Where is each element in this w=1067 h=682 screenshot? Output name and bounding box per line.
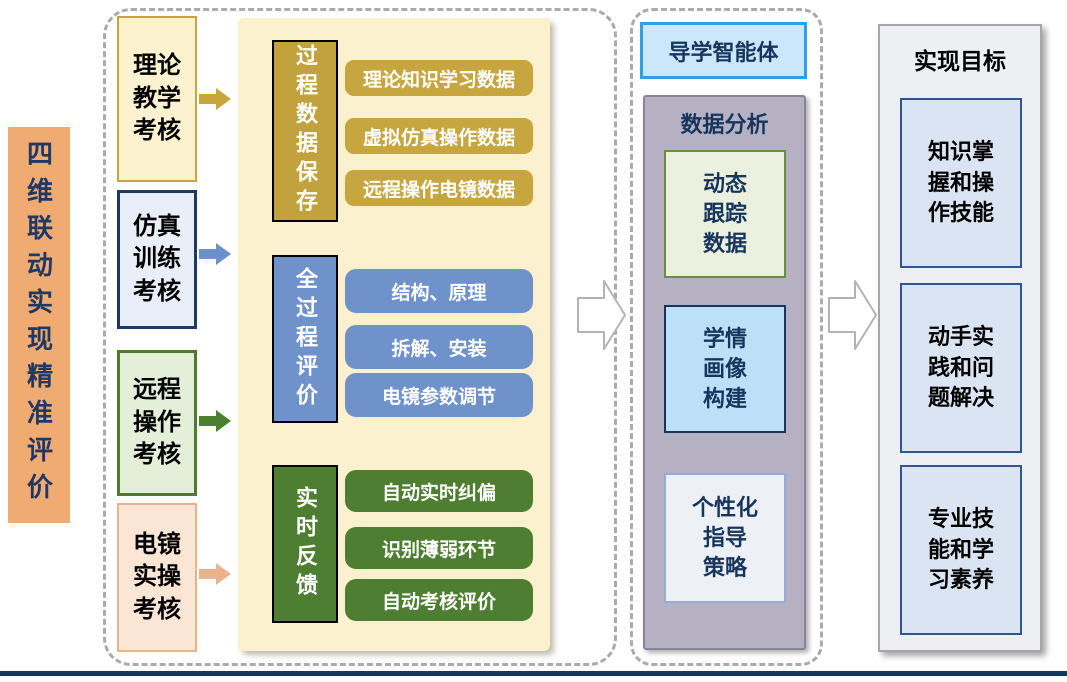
transition-arrow-icon bbox=[828, 280, 877, 350]
process-item-vr-data: 虚拟仿真操作数据 bbox=[345, 118, 533, 154]
agent-box-label: 导学智能体 bbox=[668, 39, 779, 65]
agent-box: 导学智能体 bbox=[640, 22, 807, 79]
process-item-label: 远程操作电镜数据 bbox=[362, 179, 515, 201]
assessment-label-remote: 远程 操作 考核 bbox=[133, 376, 181, 469]
analysis-item-label: 学情 画像 构建 bbox=[702, 326, 747, 411]
dimension-banner-label: 四维联动实现精准评价 bbox=[23, 140, 54, 510]
goal-box-practice: 动手实 践和问 题解决 bbox=[900, 283, 1022, 453]
process-item-parameter: 电镜参数调节 bbox=[345, 373, 533, 417]
goal-box-label: 动手实 践和问 题解决 bbox=[927, 323, 994, 411]
group-header-feedback: 实时反馈 bbox=[272, 465, 338, 623]
assessment-box-simulation: 仿真 训练 考核 bbox=[117, 190, 197, 329]
analysis-group bbox=[630, 8, 823, 666]
group-header-evaluation-label: 全过程评价 bbox=[293, 266, 318, 412]
data-analysis-title: 数据分析 bbox=[680, 112, 769, 137]
transition-arrow-icon bbox=[577, 280, 626, 350]
process-item-label: 虚拟仿真操作数据 bbox=[362, 127, 515, 149]
process-item-label: 结构、原理 bbox=[391, 282, 487, 304]
assessment-box-theory: 理论 教学 考核 bbox=[117, 16, 197, 182]
process-item-structure: 结构、原理 bbox=[345, 269, 533, 313]
dimension-banner: 四维联动实现精准评价 bbox=[8, 127, 70, 523]
group-header-data-save: 过程数据保存 bbox=[272, 40, 338, 222]
analysis-item-label: 动态 跟踪 数据 bbox=[702, 171, 747, 256]
assessment-label-theory: 理论 教学 考核 bbox=[133, 52, 181, 145]
assessment-box-remote: 远程 操作 考核 bbox=[117, 350, 197, 496]
goals-title: 实现目标 bbox=[914, 48, 1006, 74]
goal-box-knowledge: 知识掌 握和操 作技能 bbox=[900, 98, 1022, 268]
flow-arrow-remote-icon bbox=[199, 410, 231, 432]
assessment-label-simulation: 仿真 训练 考核 bbox=[133, 212, 181, 305]
process-item-label: 电镜参数调节 bbox=[381, 386, 496, 408]
process-item-label: 自动考核评价 bbox=[381, 591, 496, 613]
flow-arrow-practice-icon bbox=[199, 563, 231, 585]
assessment-process-group bbox=[103, 8, 617, 666]
process-item-label: 自动实时纠偏 bbox=[381, 482, 496, 504]
goal-box-label: 专业技 能和学 习素养 bbox=[927, 505, 994, 593]
process-item-remote-data: 远程操作电镜数据 bbox=[345, 170, 533, 206]
process-item-auto-eval: 自动考核评价 bbox=[345, 579, 533, 621]
process-item-label: 识别薄弱环节 bbox=[381, 539, 496, 561]
flow-arrow-theory-icon bbox=[199, 88, 231, 110]
analysis-item-strategy: 个性化 指导 策略 bbox=[664, 473, 786, 603]
process-item-correction: 自动实时纠偏 bbox=[345, 470, 533, 512]
process-item-label: 拆解、安装 bbox=[391, 338, 487, 360]
process-item-weakness: 识别薄弱环节 bbox=[345, 527, 533, 569]
process-item-theory-data: 理论知识学习数据 bbox=[345, 60, 533, 96]
group-header-data-save-label: 过程数据保存 bbox=[293, 44, 318, 218]
goal-box-literacy: 专业技 能和学 习素养 bbox=[900, 465, 1022, 635]
bottom-divider bbox=[0, 671, 1067, 676]
process-item-disassembly: 拆解、安装 bbox=[345, 325, 533, 369]
process-item-label: 理论知识学习数据 bbox=[362, 69, 515, 91]
assessment-box-practice: 电镜 实操 考核 bbox=[117, 503, 197, 652]
analysis-item-profile: 学情 画像 构建 bbox=[664, 305, 786, 433]
analysis-item-tracking: 动态 跟踪 数据 bbox=[664, 150, 786, 278]
assessment-label-practice: 电镜 实操 考核 bbox=[133, 530, 181, 623]
goal-box-label: 知识掌 握和操 作技能 bbox=[927, 138, 994, 226]
group-header-feedback-label: 实时反馈 bbox=[293, 486, 318, 602]
analysis-item-label: 个性化 指导 策略 bbox=[691, 495, 758, 580]
group-header-evaluation: 全过程评价 bbox=[272, 255, 338, 423]
flow-arrow-simulation-icon bbox=[199, 243, 231, 265]
